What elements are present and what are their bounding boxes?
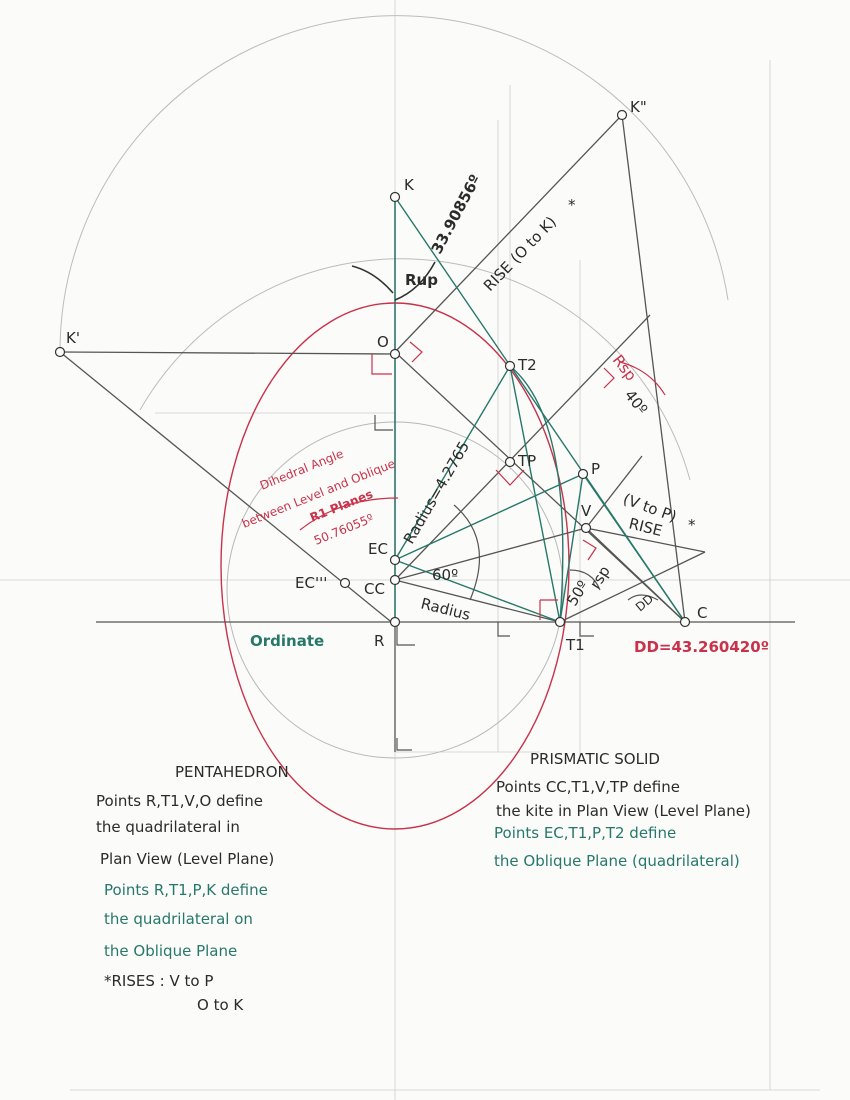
pentahedron-plan-line-3: Plan View (Level Plane) (100, 850, 274, 868)
dihedral-annotation: Dihedral Angle between Level and Oblique… (240, 447, 397, 548)
point-p (577, 468, 589, 480)
point-o (389, 348, 401, 360)
pentahedron-oblique-line-3: the Oblique Plane (104, 942, 237, 960)
pentahedron-plan-line-2: the quadrilateral in (96, 818, 240, 836)
ordinate-label: Ordinate (250, 632, 324, 650)
angle-40-label: 40º (621, 386, 651, 418)
label-k-double-prime: K" (630, 98, 647, 116)
arc-rsp-40 (619, 361, 666, 396)
construction-arcs (59, 15, 729, 759)
pentahedron-rises-line-2: O to K (197, 996, 244, 1014)
radius-label: Radius (419, 594, 472, 624)
label-c: C (697, 604, 707, 622)
label-tp: TP (517, 452, 536, 470)
dd-value-label: DD=43.260420º (634, 638, 769, 656)
rup-label: Rup (405, 271, 438, 289)
prismatic-title: PRISMATIC SOLID (530, 750, 660, 768)
angle-k-arrow (394, 261, 436, 301)
prismatic-notes: PRISMATIC SOLID Points CC,T1,V,TP define… (494, 750, 751, 870)
arc-60 (453, 504, 481, 601)
prismatic-oblique-line-2: the Oblique Plane (quadrilateral) (494, 852, 740, 870)
label-t1: T1 (565, 636, 585, 654)
angle-arcs (299, 261, 666, 601)
teal-lines (394, 196, 686, 623)
arc-middle (139, 258, 691, 481)
prismatic-oblique-line-1: Points EC,T1,P,T2 define (494, 824, 676, 842)
pentahedron-oblique-line-2: the quadrilateral on (104, 910, 253, 928)
point-c (679, 616, 691, 628)
prismatic-plan-line-2: the kite in Plan View (Level Plane) (496, 802, 751, 820)
pentahedron-rises-line-1: *RISES : V to P (104, 972, 213, 990)
point-k (389, 191, 401, 203)
label-ec-triple-prime: EC''' (295, 574, 327, 592)
label-o: O (377, 333, 389, 351)
annotation-labels: Rup 33.90856º RISE (O to K) * Rsp 40º (V… (250, 171, 769, 656)
arc-dd (627, 594, 659, 601)
pentahedron-title: PENTAHEDRON (175, 763, 289, 781)
point-ec (389, 554, 401, 566)
rsp-upper-label: Rsp (609, 351, 640, 384)
arc-k-prime-to-k-double-prime (59, 15, 729, 353)
point-labels: K K" K' O T2 TP P V EC EC''' CC R T1 C (66, 98, 707, 654)
label-k: K (404, 176, 415, 194)
angle-60-label: 60º (432, 566, 458, 584)
label-r: R (374, 632, 384, 650)
rise-o-to-k-label: RISE (O to K) (480, 213, 560, 295)
label-p: P (591, 460, 600, 478)
point-tp (504, 456, 516, 468)
pencil-lines (59, 114, 795, 752)
point-ec-triple-prime (339, 577, 351, 589)
v-to-p-asterisk: * (688, 516, 696, 534)
radius-value-label: Radius=4.2765 (400, 438, 473, 547)
points (54, 109, 691, 628)
label-v: V (581, 502, 592, 520)
arc-dihedral (299, 497, 399, 531)
label-t2: T2 (517, 356, 537, 374)
rup-arrow (351, 265, 394, 294)
point-v (580, 522, 592, 534)
label-cc: CC (364, 580, 385, 598)
prismatic-plan-line-1: Points CC,T1,V,TP define (496, 778, 680, 796)
pentahedron-notes: PENTAHEDRON Points R,T1,V,O define the q… (96, 763, 289, 1014)
point-k-prime (54, 346, 66, 358)
angle-k-label: 33.90856º (428, 171, 485, 256)
point-cc (389, 574, 401, 586)
rise-o-to-k-asterisk: * (568, 196, 576, 214)
pentahedron-plan-line-1: Points R,T1,V,O define (96, 792, 263, 810)
point-k-double-prime (616, 109, 628, 121)
pentahedron-oblique-line-1: Points R,T1,P,K define (104, 881, 268, 899)
label-ec: EC (368, 540, 388, 558)
right-angle-markers (371, 341, 615, 751)
point-t2 (504, 360, 516, 372)
label-k-prime: K' (66, 329, 80, 347)
point-r (389, 616, 401, 628)
point-t1 (554, 616, 566, 628)
arc-50 (569, 569, 601, 591)
